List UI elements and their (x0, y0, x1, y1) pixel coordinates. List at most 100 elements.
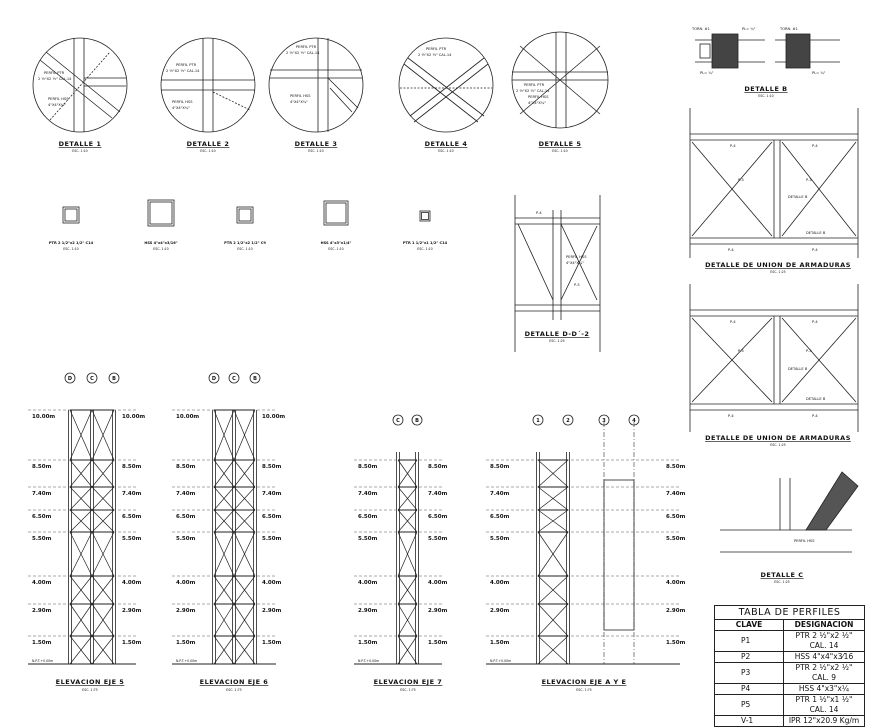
brace-line (91, 409, 115, 461)
detalle-4-title: DETALLE 4 (425, 140, 468, 148)
detalle-2 (160, 37, 256, 133)
section-scale: ESC. 1:10 (417, 247, 432, 251)
detalle-dd-title: DETALLE D-D´-2 (525, 330, 590, 338)
level-label-right: 4.00m (428, 580, 448, 586)
elevation-title: ELEVACION EJE A Y E (542, 678, 627, 686)
detalle-b (695, 33, 840, 69)
level-label-left: 6.50m (358, 514, 378, 520)
section-caption: HSS 4"x3"x1/4" (321, 241, 352, 245)
level-label-left: 8.50m (490, 464, 510, 470)
brace-line (69, 603, 93, 637)
section-caption: PTR 2 1/2"x2 1/2" C14 (49, 241, 94, 245)
level-label-left: 8.50m (176, 464, 196, 470)
level-label-right: 7.40m (262, 491, 282, 497)
brace-line (213, 409, 235, 461)
brace-line (69, 635, 93, 665)
axis-label: 4 (632, 418, 636, 424)
detalle-5-title: DETALLE 5 (539, 140, 582, 148)
npt-label: N.P.T.+0.00m (176, 659, 197, 663)
axis-bubble (228, 372, 240, 384)
detalle-c-label: PERFIL HSS (794, 539, 815, 543)
level-label-left: 5.50m (32, 536, 52, 542)
level-label-left: 2.90m (358, 608, 378, 614)
brace-line (69, 486, 93, 511)
detalle-3-label: PERFIL HSS (290, 94, 311, 98)
union-1-label: DETALLE B (788, 195, 808, 199)
detalle-c (720, 471, 859, 553)
detalle-dd (514, 195, 601, 352)
detalle-dd-label: PERFIL HSS (566, 255, 587, 259)
axis-label: C (396, 418, 400, 424)
level-label-left: 7.40m (490, 491, 510, 497)
brace-line (233, 575, 256, 605)
detalle-5 (511, 31, 609, 129)
axis-label: C (90, 376, 94, 382)
axis-label: 1 (536, 418, 540, 424)
brace-line (91, 459, 115, 488)
section-scale: ESC. 1:10 (328, 247, 343, 251)
detalle-4-label: 2 ½"X2 ½" CAL.14 (418, 53, 452, 57)
brace-line (91, 603, 115, 637)
union-2-label: P-4 (812, 414, 818, 418)
detalle-2-scale: ESC. 1:10 (200, 149, 215, 153)
level-label-right: 5.50m (262, 536, 282, 542)
level-label-right: 6.50m (666, 514, 686, 520)
brace-line (537, 459, 569, 488)
level-label-left: 10.00m (32, 414, 55, 420)
detalle-5-label: 4"X4"X¼" (528, 101, 546, 105)
union-2-label: P-4 (812, 320, 818, 324)
level-label-left: 4.00m (358, 580, 378, 586)
brace-line (69, 575, 93, 605)
detalle-5-label: PERFIL HSS (528, 95, 549, 99)
level-label-right: 5.50m (122, 536, 142, 542)
axis-bubble (411, 414, 423, 426)
detalle-1-label: 2 ½"X2 ½" CAL.14 (38, 77, 72, 81)
brace-line (91, 575, 115, 605)
level-label-right: 5.50m (666, 536, 686, 542)
union-2-label: P-4 (728, 414, 734, 418)
level-label-left: 4.00m (32, 580, 52, 586)
level-label-right: 2.90m (428, 608, 448, 614)
union-1-label: P-4 (812, 248, 818, 252)
brace-line (397, 509, 418, 533)
detalle-4 (398, 37, 494, 133)
level-label-right: 1.50m (428, 640, 448, 646)
brace-line (537, 509, 569, 533)
brace-line (233, 635, 256, 665)
section-ptr-1-5 (419, 210, 431, 222)
section-ptr-c14 (62, 206, 80, 224)
union-2-label: P-3 (738, 349, 744, 353)
union-1-label: P-4 (812, 144, 818, 148)
axis-bubble (208, 372, 220, 384)
brace-line (213, 635, 235, 665)
axis-bubble (532, 414, 544, 426)
brace-line (233, 509, 256, 533)
table-cell: HSS 4"x4"x3⁄16 (783, 651, 865, 663)
detalle-c-title: DETALLE C (760, 571, 803, 579)
level-label-left: 7.40m (176, 491, 196, 497)
axis-bubble (628, 414, 640, 426)
elevation-title: ELEVACION EJE 5 (56, 678, 125, 686)
brace-line (233, 531, 256, 577)
brace-line (213, 459, 235, 488)
elevation-title: ELEVACION EJE 7 (374, 678, 443, 686)
detalle-b-label: TORN. #1 (779, 27, 798, 31)
detalle-3-scale: ESC. 1:10 (308, 149, 323, 153)
brace-line (397, 575, 418, 605)
detalle-b-label: TORN. #1 (691, 27, 710, 31)
elevation-scale: ESC. 1:75 (82, 688, 97, 692)
detalle-5-label: 2 ½"X2 ½" CAL.14 (516, 89, 550, 93)
brace-line (69, 509, 93, 533)
level-label-left: 5.50m (176, 536, 196, 542)
table-cell: P4 (714, 683, 784, 695)
level-label-right: 1.50m (666, 640, 686, 646)
sub-frame (603, 479, 635, 631)
elevation-title: ELEVACION EJE 6 (200, 678, 269, 686)
